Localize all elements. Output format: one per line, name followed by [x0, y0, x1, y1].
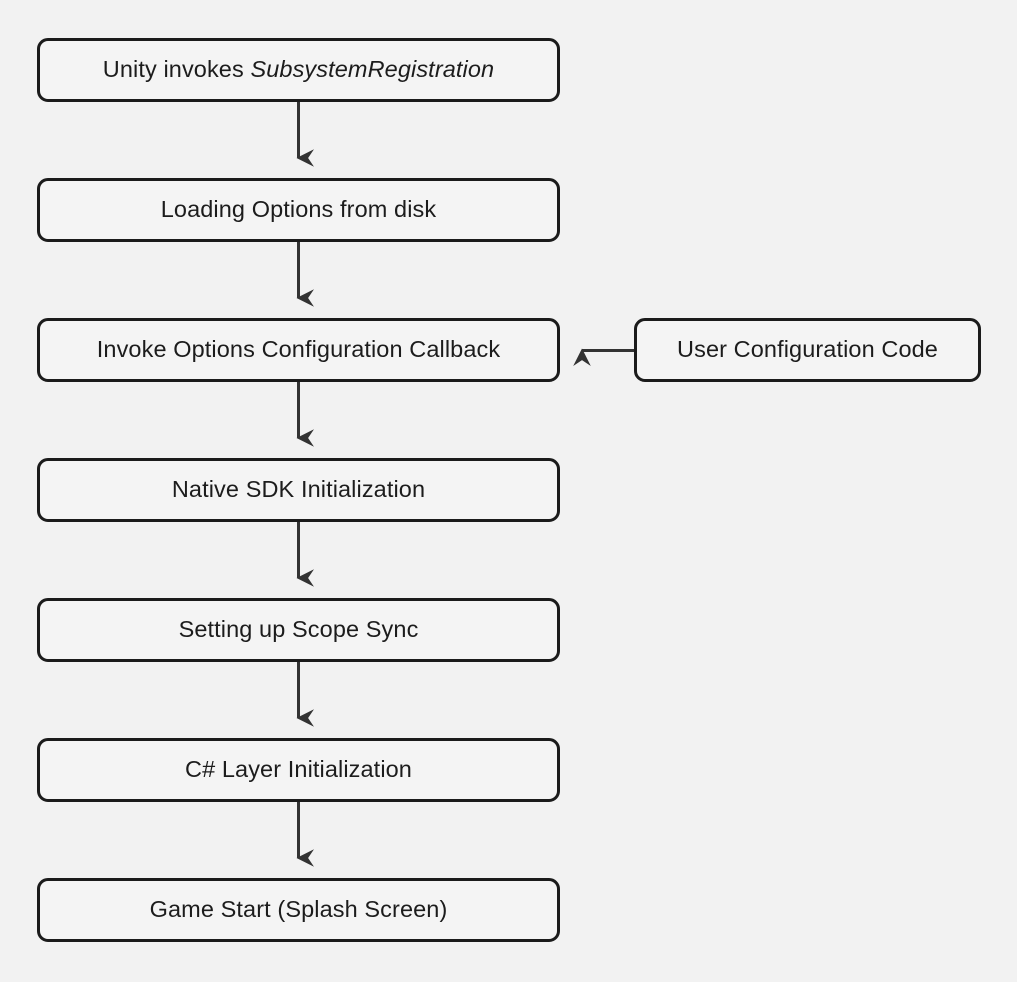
node-setting-up-scope-sync[interactable]: Setting up Scope Sync — [37, 598, 560, 662]
node-user-configuration-code[interactable]: User Configuration Code — [634, 318, 981, 382]
node-loading-options-from-disk[interactable]: Loading Options from disk — [37, 178, 560, 242]
node-label: Loading Options from disk — [160, 196, 437, 223]
node-game-start-splash-screen[interactable]: Game Start (Splash Screen) — [37, 878, 560, 942]
node-label: Invoke Options Configuration Callback — [96, 336, 501, 363]
node-label: C# Layer Initialization — [185, 756, 412, 783]
node-label: Native SDK Initialization — [171, 476, 426, 503]
node-label: Game Start (Splash Screen) — [149, 896, 448, 923]
node-native-sdk-initialization[interactable]: Native SDK Initialization — [37, 458, 560, 522]
node-label: Setting up Scope Sync — [178, 616, 419, 643]
node-label-emphasis: SubsystemRegistration — [250, 56, 495, 83]
node-csharp-layer-initialization[interactable]: C# Layer Initialization — [37, 738, 560, 802]
node-label: User Configuration Code — [677, 336, 938, 363]
node-label: Unity invokes SubsystemRegistration — [102, 56, 495, 83]
node-unity-invokes-subsystemregistration[interactable]: Unity invokes SubsystemRegistration — [37, 38, 560, 102]
node-invoke-options-configuration-callback[interactable]: Invoke Options Configuration Callback — [37, 318, 560, 382]
